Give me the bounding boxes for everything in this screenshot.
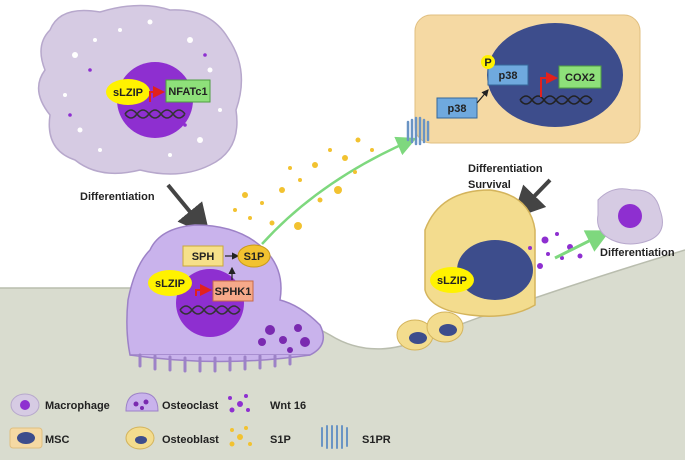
p38-nucleus-box [487,64,529,86]
p38-nucleus-label: p38 [499,70,518,82]
s1pr-receptor [406,116,430,146]
cox2-box [558,65,602,89]
wnt16-particles [528,232,583,269]
sph-box [182,245,224,267]
s1p-node [237,244,271,268]
p38-cytoplasm-box [436,97,478,119]
legend-wnt16-icon [228,394,250,413]
sphk1-label: SPHK1 [215,286,252,298]
macrophage-red-arrow [149,86,165,102]
phospho-circle [481,55,495,69]
cox2-label: COX2 [565,72,595,84]
macrophage-slzip-label: sLZIP [113,87,143,99]
legend-msc-label: MSC [45,434,70,446]
legend-osteoblast-icon [125,426,155,450]
osteoblast-slzip-node [430,267,474,293]
msc-red-arrow [540,72,558,97]
osteoclast-red-arrow [195,284,212,296]
osteoclast-slzip-label: sLZIP [155,278,185,290]
s1p-flow-arrow [261,136,417,245]
nfatc1-label: NFATc1 [168,86,207,98]
legend-s1p-label: S1P [270,434,291,446]
differentiation-right-label: Differentiation [468,163,543,175]
legend-wnt16-label: Wnt 16 [270,400,306,412]
differentiation-far-right-label: Differentiation [600,247,675,259]
differentiation-left-label: Differentiation [80,191,155,203]
small-macrophage [597,188,663,245]
legend-msc-icon [9,427,43,449]
macrophage-to-osteoclast-arrow [166,183,211,237]
legend: Macrophage Osteoclast Wnt 16 MSC Osteobl… [9,392,391,450]
p38-phospho-arrow [476,89,489,104]
wnt16-flow-arrow [554,230,611,260]
sphk1-box [212,280,254,302]
macrophage-dna [124,109,186,119]
macrophage-slzip-node [106,79,150,105]
legend-macrophage-icon [10,393,40,417]
nfatc1-box [165,79,211,103]
osteoblast-slzip-label: sLZIP [437,275,467,287]
osteoblast-nucleus [457,240,533,300]
osteoclast-slzip-node [148,270,192,296]
phospho-label: P [484,57,491,69]
sph-label: SPH [192,251,215,263]
legend-s1pr-icon [321,425,348,449]
legend-osteoblast-label: Osteoblast [162,434,219,446]
s1p-particles [233,137,374,230]
msc-dna [519,95,593,105]
s1p-node-label: S1P [244,251,265,263]
legend-s1p-icon [229,426,252,447]
osteoclast-dna [179,305,241,315]
legend-s1pr-label: S1PR [362,434,391,446]
legend-osteoclast-icon [125,392,159,412]
survival-label: Survival [468,179,511,191]
p38-cytoplasm-label: p38 [448,103,467,115]
legend-osteoclast-label: Osteoclast [162,400,219,412]
legend-macrophage-label: Macrophage [45,400,110,412]
